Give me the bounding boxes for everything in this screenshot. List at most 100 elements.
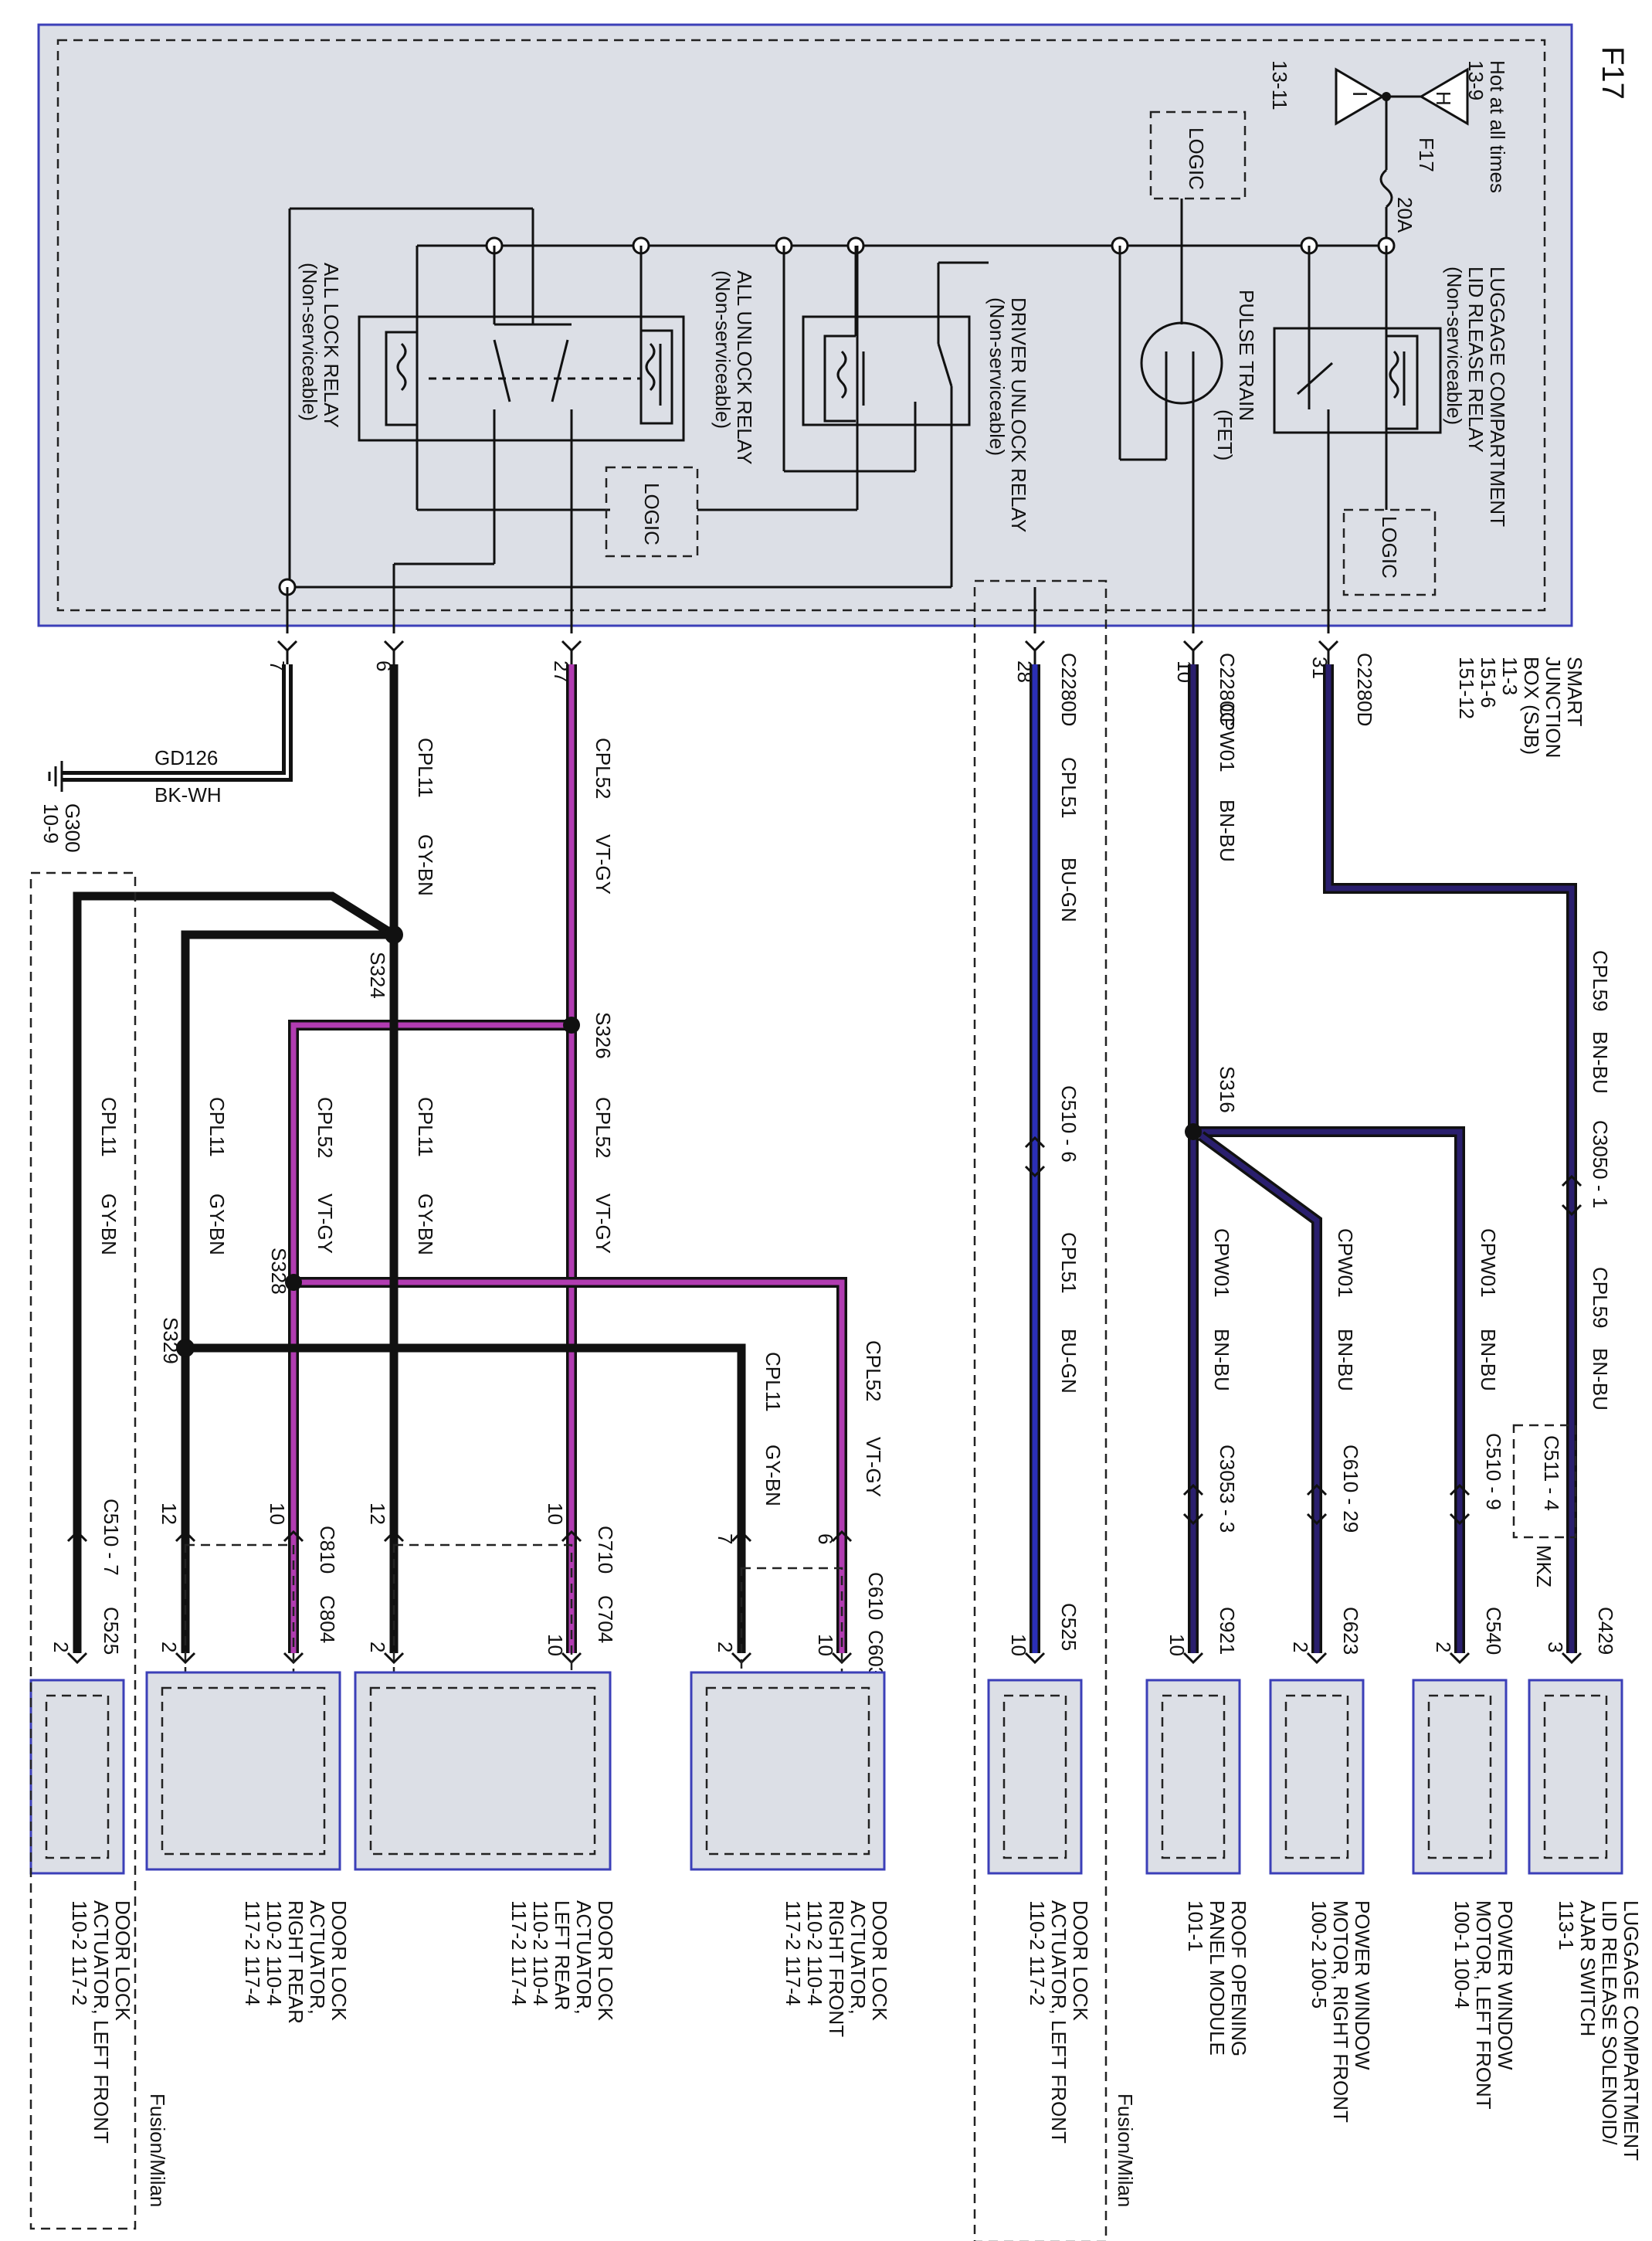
pin-c540: 2 xyxy=(1432,1642,1455,1652)
wire-bnbu-label-b: BN-BU xyxy=(1589,1348,1612,1411)
wire-gybn-label-c: GY-BN xyxy=(205,1194,229,1255)
wire-bnbu-label-d: BN-BU xyxy=(1477,1329,1500,1391)
wire-vtgy-label-b: VT-GY xyxy=(592,1194,615,1254)
luggage-relay-box xyxy=(1273,327,1442,434)
wire-cpw01-label-b: CPW01 xyxy=(1477,1228,1500,1298)
module-dl-rf xyxy=(690,1671,886,1871)
logic-label-bottom: LOGIC xyxy=(640,483,663,545)
connector-c710: C710 xyxy=(594,1526,617,1574)
logic-box-right xyxy=(1342,508,1437,596)
module-pw-left-l2: MOTOR, LEFT FRONT xyxy=(1472,1900,1495,2110)
module-dl-lf-b-l3: 110-2 117-2 xyxy=(68,1900,91,2005)
connector-c3053: C3053 - 3 xyxy=(1216,1445,1239,1533)
module-roof-l3: 101-1 xyxy=(1184,1900,1207,1952)
connector-c2280d-31: C2280D xyxy=(1353,653,1376,726)
pin-c810-10: 10 xyxy=(266,1502,289,1525)
luggage-relay-line2: LID RLEASE RELAY xyxy=(1464,267,1487,453)
module-luggage-l3: AJAR SWITCH xyxy=(1576,1900,1599,2036)
ground-symbol-icon xyxy=(48,761,63,792)
wire-cpl52-label-b: CPL52 xyxy=(592,1097,615,1159)
wire-cpl11-label-b: CPL11 xyxy=(414,1097,437,1157)
pin-c710-12: 12 xyxy=(366,1502,389,1525)
harness-c810-c804 xyxy=(184,1543,295,1674)
module-pw-left-l3: 100-1 100-4 xyxy=(1450,1900,1474,2008)
connector-mkz-label: MKZ xyxy=(1532,1545,1555,1587)
power-source-triangle-h: H xyxy=(1419,67,1469,126)
module-luggage-l2: LID RELEASE SOLENOID/ xyxy=(1598,1900,1621,2145)
splice-s316: S316 xyxy=(1216,1066,1239,1113)
wire-gybn-label-a: GY-BN xyxy=(414,834,437,896)
pulse-train-fet-label: (FET) xyxy=(1213,409,1236,460)
module-dl-rf-l4: 110-2 110-4 xyxy=(803,1900,826,2005)
wire-gybn-label-b: GY-BN xyxy=(414,1194,437,1255)
module-dl-lf-a-l1: DOOR LOCK xyxy=(1069,1900,1092,2022)
splice-s329-dot xyxy=(176,1339,195,1357)
connector-c623: C623 xyxy=(1339,1607,1362,1655)
wire-vtgy-label-c: VT-GY xyxy=(314,1194,337,1254)
connector-c510-6: C510 - 6 xyxy=(1057,1085,1080,1163)
wire-bnbu-label-e: BN-BU xyxy=(1334,1329,1357,1391)
module-dl-rr-l2: ACTUATOR, xyxy=(306,1900,329,2015)
fusion-milan-label-b: Fusion/Milan xyxy=(146,2093,169,2207)
wire-vtgy-label-a: VT-GY xyxy=(592,834,615,895)
wire-cpl51-label-a: CPL51 xyxy=(1057,757,1080,819)
module-dl-lr-l3: LEFT REAR xyxy=(551,1900,574,2011)
fuse-name: F17 xyxy=(1415,138,1438,172)
module-dl-lr-l1: DOOR LOCK xyxy=(594,1900,617,2022)
fusion-milan-region-top xyxy=(973,579,1108,2241)
wire-cpl59 xyxy=(1325,664,1575,1653)
logic-box-top xyxy=(1149,110,1247,200)
wire-cpl11-branch-lf xyxy=(73,891,396,1653)
wire-cpl52-branch xyxy=(290,1022,572,1653)
module-dl-rr xyxy=(145,1671,341,1871)
splice-s328: S328 xyxy=(267,1248,290,1295)
pin-c623: 2 xyxy=(1289,1642,1312,1652)
connector-c610-29: C610 - 29 xyxy=(1339,1445,1362,1533)
connector-c510-7: C510 - 7 xyxy=(100,1499,123,1576)
module-dl-rf-l1: DOOR LOCK xyxy=(868,1900,891,2022)
module-pw-right xyxy=(1269,1679,1365,1875)
connector-c704: C704 xyxy=(594,1595,617,1643)
c511-mkz-box xyxy=(1512,1424,1577,1539)
pin-c610-7: 7 xyxy=(714,1533,737,1544)
hot-at-all-times-label: Hot at all times xyxy=(1486,60,1509,193)
sjb-ref-2: 151-6 xyxy=(1477,657,1500,708)
wire-cpl52-label-a: CPL52 xyxy=(592,738,615,800)
pulse-train-label: PULSE TRAIN xyxy=(1235,290,1258,421)
connector-c511: C511 - 4 xyxy=(1540,1435,1563,1511)
connector-c610: C610 xyxy=(864,1572,887,1620)
fusion-milan-region-bottom xyxy=(29,871,137,2230)
wire-gd126-label: GD126 xyxy=(154,746,218,769)
logic-box-bottom xyxy=(605,466,699,558)
pin-c810-12: 12 xyxy=(158,1502,181,1525)
sjb-label-line2: JUNCTION xyxy=(1542,657,1565,758)
wire-bnbu-label-a: BN-BU xyxy=(1589,1031,1612,1094)
module-pw-left-l1: POWER WINDOW xyxy=(1494,1900,1517,2070)
wire-cpw01-label-c: CPW01 xyxy=(1334,1228,1357,1298)
harness-c610-c603 xyxy=(740,1567,843,1674)
pin-c710-10: 10 xyxy=(544,1502,567,1525)
logic-label-right: LOGIC xyxy=(1378,516,1401,579)
connector-c510-9: C510 - 9 xyxy=(1482,1433,1505,1510)
module-dl-lf-a xyxy=(987,1679,1083,1875)
fuse-title: F17 xyxy=(1596,46,1630,100)
wire-cpl59-label-a: CPL59 xyxy=(1589,950,1612,1012)
module-roof xyxy=(1145,1679,1241,1875)
module-dl-lr-l2: ACTUATOR, xyxy=(572,1900,595,2015)
connector-c804: C804 xyxy=(316,1595,339,1643)
power-source-triangle-i: I xyxy=(1335,67,1385,126)
sjb-ref-1: 11-3 xyxy=(1498,657,1521,695)
module-roof-l1: ROOF OPENING xyxy=(1227,1900,1250,2056)
wire-cpw01-right xyxy=(1199,1133,1320,1653)
lock-unlock-relay-box xyxy=(358,315,685,442)
module-dl-rr-l5: 117-2 117-4 xyxy=(241,1900,264,2005)
luggage-relay-line3: (Non-serviceable) xyxy=(1443,267,1466,425)
pin-c804-2: 2 xyxy=(158,1642,181,1652)
module-dl-rf-l3: RIGHT FRONT xyxy=(825,1900,848,2037)
wire-bugn-label-a: BU-GN xyxy=(1057,857,1080,922)
wire-cpl11-label-a: CPL11 xyxy=(414,738,437,798)
connector-c921: C921 xyxy=(1216,1607,1239,1655)
driver-unlock-relay-box xyxy=(802,315,971,426)
smart-junction-box xyxy=(37,23,1573,627)
sjb-label-line3: BOX (SJB) xyxy=(1520,657,1543,755)
